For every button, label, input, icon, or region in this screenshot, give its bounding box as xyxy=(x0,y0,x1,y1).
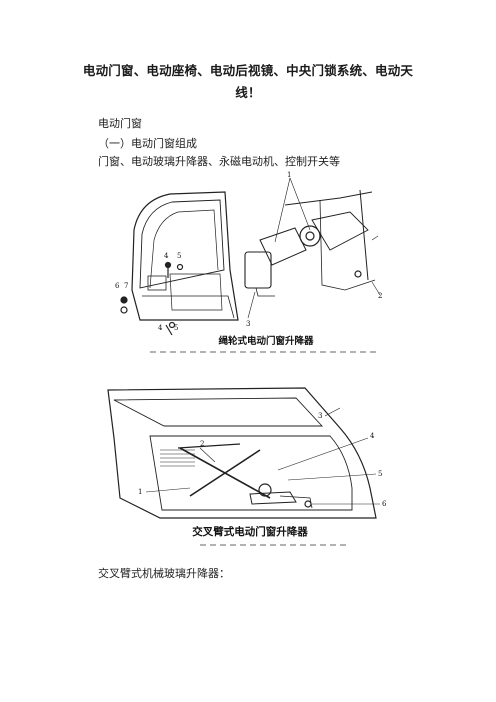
gearbox xyxy=(259,227,307,266)
callout-6: 6 xyxy=(382,500,387,508)
callout-1: 1 xyxy=(287,171,291,179)
guide-rail xyxy=(359,189,369,281)
document-title: 电动门窗、电动座椅、电动后视镜、中央门锁系统、电动天 线！ xyxy=(60,60,436,104)
callout-2: 2 xyxy=(200,440,204,448)
callout-4b: 4 xyxy=(158,324,163,332)
title-line-2: 线！ xyxy=(235,85,261,100)
callout-2: 2 xyxy=(378,292,382,300)
mount-plate xyxy=(311,211,369,251)
cross-arm xyxy=(189,449,261,497)
motor xyxy=(249,491,297,505)
cross-arm-diagram: 2 3 4 5 6 1 交叉臂式电动门窗升降器 xyxy=(107,387,387,546)
door-handle-cutout xyxy=(147,275,167,291)
callout-3: 3 xyxy=(246,320,250,328)
title-line-1: 电动门窗、电动座椅、电动后视镜、中央门锁系统、电动天 xyxy=(82,63,414,78)
callout-4: 4 xyxy=(370,432,375,440)
cable-pulley-diagram: 1 2 3 4 5 6 7 4 5 绳轮式电动门窗升降器 xyxy=(115,171,390,360)
callout-5: 5 xyxy=(378,470,382,478)
section-heading: 电动门窗 xyxy=(98,117,142,130)
drum xyxy=(299,225,321,247)
callout-3: 3 xyxy=(318,412,322,420)
figure-cable-pulley-regulator: 1 2 3 4 5 6 7 4 5 绳轮式电动门窗升降器 xyxy=(110,170,400,360)
callout-4: 4 xyxy=(164,252,169,260)
cable xyxy=(319,199,376,291)
callout-7: 7 xyxy=(124,282,128,290)
figure-cross-arm-regulator: 2 3 4 5 6 1 交叉臂式电动门窗升降器 xyxy=(100,378,400,548)
inner-panel xyxy=(149,435,353,511)
window-opening xyxy=(139,199,225,289)
callout-5b: 5 xyxy=(174,324,178,332)
door-outline xyxy=(131,191,239,321)
components-line: 门窗、电动玻璃升降器、永磁电动机、控制开关等 xyxy=(98,155,340,168)
closing-line: 交叉臂式机械玻璃升降器： xyxy=(98,567,230,580)
figure1-caption: 绳轮式电动门窗升降器 xyxy=(218,335,314,347)
callout-6: 6 xyxy=(115,282,120,290)
callout-5: 5 xyxy=(177,252,181,260)
subsection-heading: （一）电动门窗组成 xyxy=(98,137,197,150)
motor-housing xyxy=(244,251,272,289)
window-glass xyxy=(113,397,324,427)
door-outline xyxy=(107,387,377,519)
callout-1: 1 xyxy=(138,488,142,496)
figure2-caption: 交叉臂式电动门窗升降器 xyxy=(192,525,308,538)
